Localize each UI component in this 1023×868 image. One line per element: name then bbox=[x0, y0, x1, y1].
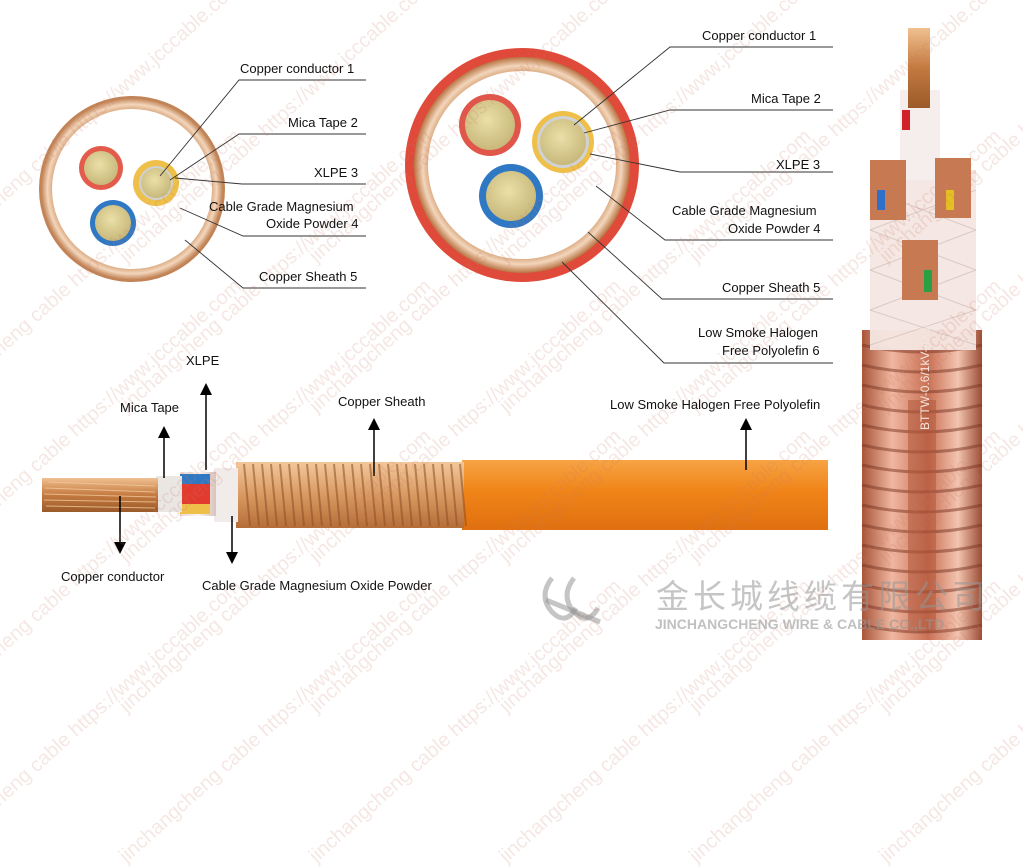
side-label-mica-tape: Mica Tape bbox=[120, 400, 180, 415]
sheath-rib bbox=[378, 463, 386, 527]
sheath-rib bbox=[261, 463, 269, 527]
small-label-copper-sheath: Copper Sheath 5 bbox=[259, 269, 358, 284]
sheath-rib bbox=[369, 463, 377, 527]
sheath-rib bbox=[450, 463, 458, 527]
large-cross-section bbox=[405, 48, 639, 282]
cable-photo bbox=[861, 28, 983, 640]
photo-sheath-rib bbox=[861, 623, 983, 634]
photo-sheath-rib bbox=[861, 383, 983, 394]
side-view-arrows bbox=[114, 383, 752, 564]
sheath-rib bbox=[396, 463, 404, 527]
brand-english-name: JINCHANGCHENG WIRE & CABLE CO.,LTD bbox=[655, 616, 945, 632]
sheath-rib bbox=[441, 463, 449, 527]
large-label-mica-tape: Mica Tape 2 bbox=[751, 91, 821, 106]
sheath-rib bbox=[252, 463, 260, 527]
sheath-rib bbox=[333, 463, 341, 527]
side-label-xlpe: XLPE bbox=[186, 353, 220, 368]
sheath-rib bbox=[405, 463, 413, 527]
sheath-rib bbox=[270, 463, 278, 527]
side-view-cable bbox=[42, 460, 828, 530]
sheath-rib bbox=[414, 463, 422, 527]
large-label-mgo-line2: Oxide Powder 4 bbox=[728, 221, 821, 236]
small-label-copper-conductor: Copper conductor 1 bbox=[240, 61, 355, 76]
side-label-mgo: Cable Grade Magnesium Oxide Powder bbox=[202, 578, 432, 593]
sheath-rib bbox=[360, 463, 368, 527]
large-label-mgo-line1: Cable Grade Magnesium bbox=[672, 203, 817, 218]
sheath-rib bbox=[432, 463, 440, 527]
sheath-rib bbox=[315, 463, 323, 527]
sheath-rib bbox=[297, 463, 305, 527]
small-cross-section bbox=[39, 96, 225, 282]
brand-chinese-name: 金长城线缆有限公司 bbox=[656, 577, 989, 616]
large-label-lszh-line1: Low Smoke Halogen bbox=[698, 325, 818, 340]
large-label-lszh-line2: Free Polyolefin 6 bbox=[722, 343, 820, 358]
cable-marking: BTTW-0.6/1kV-4X50 bbox=[918, 320, 932, 430]
large-label-copper-conductor: Copper conductor 1 bbox=[702, 28, 817, 43]
cable-illustrations bbox=[39, 28, 983, 640]
side-label-copper-conductor: Copper conductor bbox=[61, 569, 165, 584]
sheath-rib bbox=[243, 463, 251, 527]
sheath-rib bbox=[459, 463, 467, 527]
sheath-rib bbox=[387, 463, 395, 527]
sheath-rib bbox=[324, 463, 332, 527]
brand-logo bbox=[542, 576, 601, 625]
large-label-xlpe: XLPE 3 bbox=[776, 157, 821, 172]
sheath-rib bbox=[288, 463, 296, 527]
photo-sheath-rib bbox=[861, 363, 983, 374]
side-label-lszh: Low Smoke Halogen Free Polyolefin bbox=[610, 397, 821, 412]
side-label-copper-sheath: Copper Sheath bbox=[338, 394, 426, 409]
small-label-xlpe: XLPE 3 bbox=[314, 165, 359, 180]
small-label-mgo-line2: Oxide Powder 4 bbox=[266, 216, 359, 231]
sheath-rib bbox=[306, 463, 314, 527]
sheath-rib bbox=[279, 463, 287, 527]
sheath-rib bbox=[342, 463, 350, 527]
small-label-mica-tape: Mica Tape 2 bbox=[288, 115, 358, 130]
large-label-copper-sheath: Copper Sheath 5 bbox=[722, 280, 821, 295]
sheath-rib bbox=[351, 463, 359, 527]
sheath-rib bbox=[423, 463, 431, 527]
small-label-mgo-line1: Cable Grade Magnesium bbox=[209, 199, 354, 214]
leader-lines bbox=[159, 46, 833, 364]
